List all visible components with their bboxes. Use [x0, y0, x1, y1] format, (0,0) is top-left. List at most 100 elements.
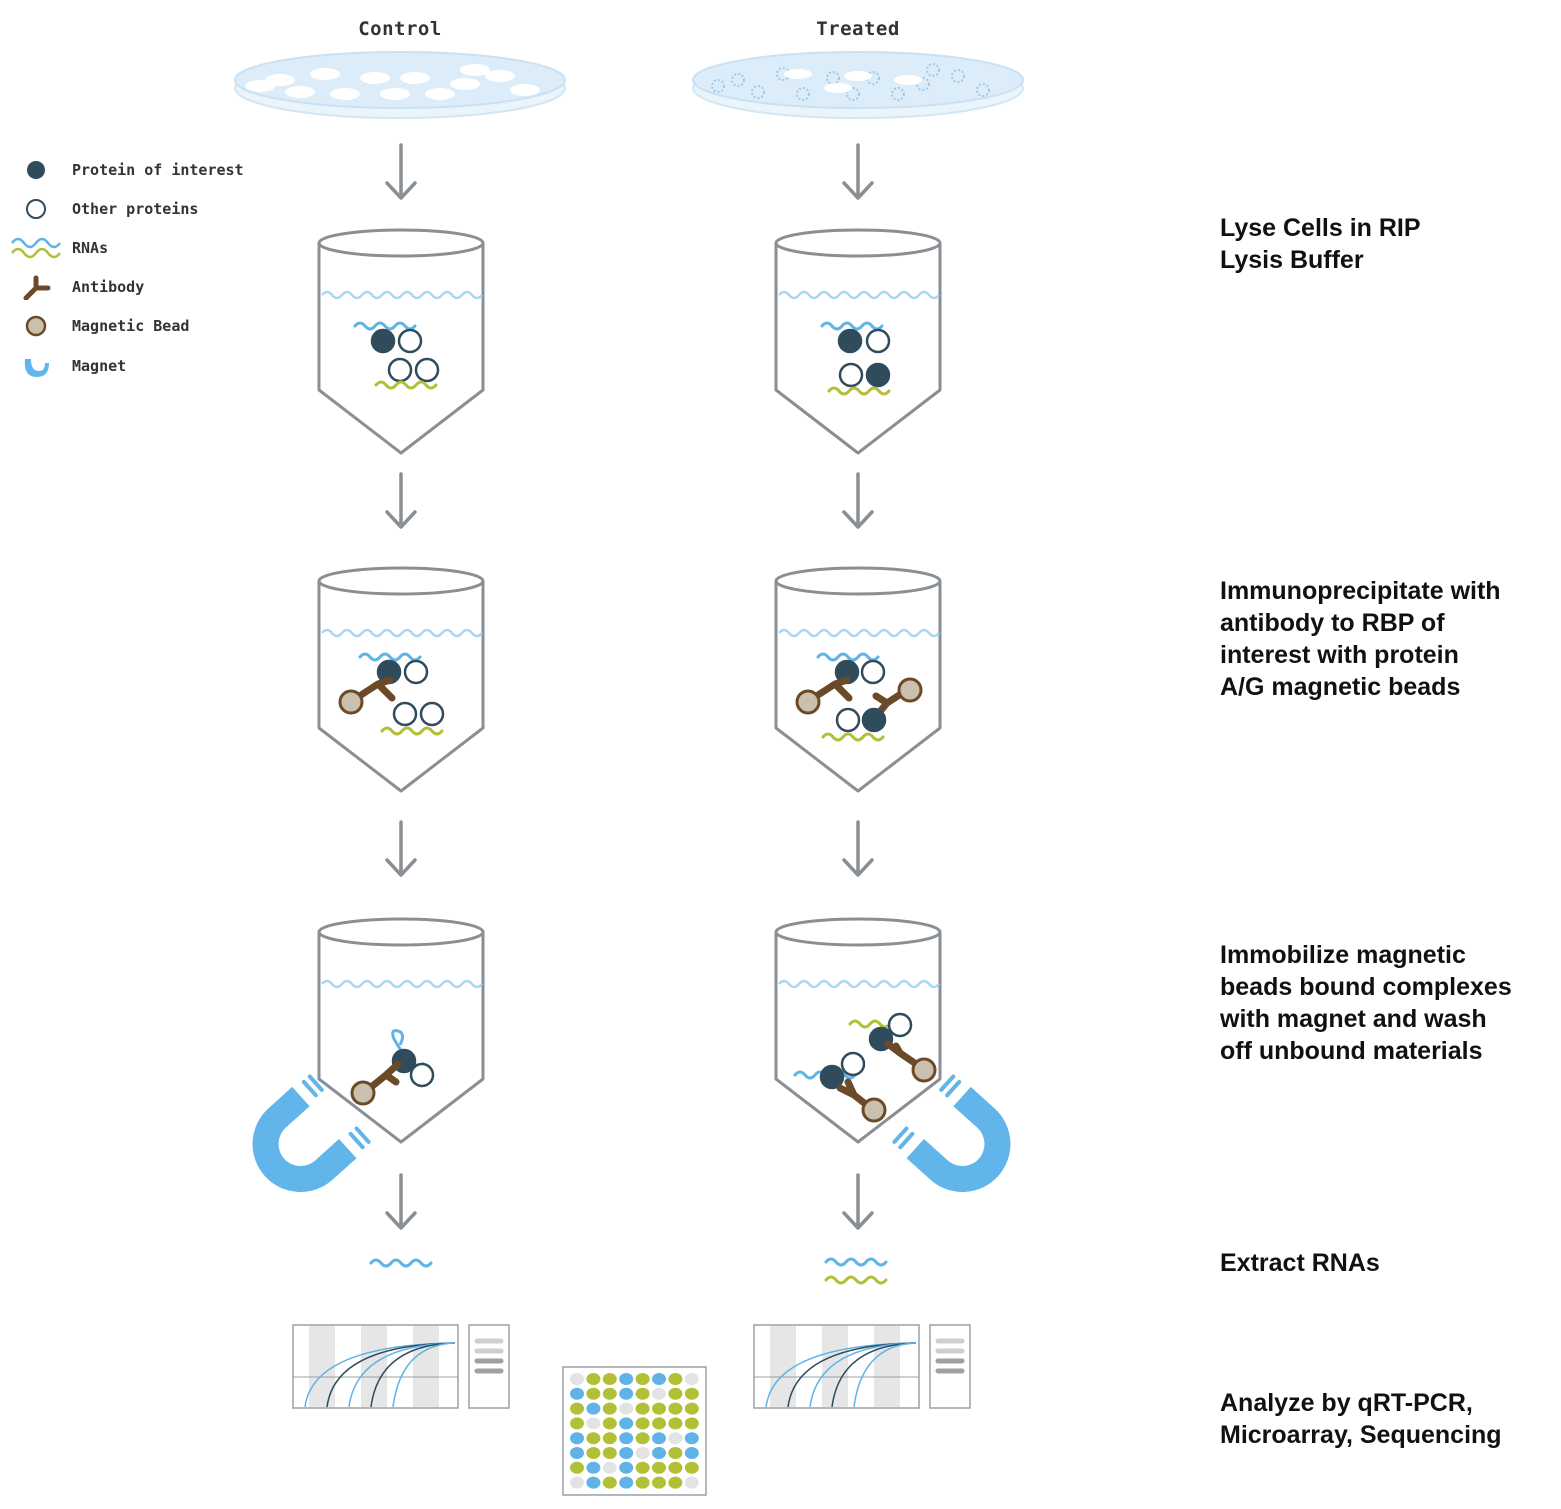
microarray-spot [619, 1476, 634, 1489]
legend-label: Protein of interest [72, 161, 244, 179]
magnetic-bead [338, 689, 364, 715]
microarray-spot [586, 1402, 601, 1415]
other-protein [840, 1051, 866, 1077]
microarray-spot [652, 1387, 666, 1400]
rna-strand [353, 321, 417, 331]
microarray-spot [684, 1387, 699, 1400]
microarray-spot [635, 1402, 650, 1415]
down-arrow [385, 143, 417, 200]
microarray-spot [570, 1476, 584, 1489]
treated-magnet-tube [774, 917, 942, 1144]
tube-body [774, 932, 942, 1144]
antibody [354, 676, 396, 702]
other-protein [409, 1062, 435, 1088]
microarray-spot [652, 1432, 666, 1445]
other-protein [403, 659, 429, 685]
rna-strand [821, 732, 885, 742]
rna-strand [827, 386, 891, 396]
microarray-plate [562, 1366, 707, 1496]
down-arrow [385, 472, 417, 529]
treated-ip-tube [774, 566, 942, 793]
microarray-spot [635, 1476, 650, 1489]
microarray-spot [652, 1417, 666, 1430]
microarray-spot [586, 1373, 601, 1385]
microarray-spot [619, 1417, 634, 1430]
control-magnet-tube [317, 917, 485, 1144]
protein-of-interest [819, 1064, 845, 1090]
microarray-spot [586, 1461, 601, 1474]
microarray-spot [684, 1402, 699, 1415]
liquid-surface [321, 290, 483, 300]
liquid-surface [778, 290, 940, 300]
liquid-surface [778, 979, 940, 989]
liquid-surface [321, 979, 483, 989]
treated-lysis-tube [774, 228, 942, 455]
rna-strand [824, 1257, 888, 1267]
control-column-title: Control [358, 18, 442, 40]
control-extracted-rna [369, 1258, 433, 1268]
antibody [811, 676, 853, 702]
tube-body [317, 581, 485, 793]
microarray-spot [684, 1461, 699, 1474]
microarray-spot [668, 1476, 683, 1489]
microarray-spot [684, 1417, 699, 1430]
microarray-spot [619, 1461, 634, 1474]
microarray-spot [570, 1461, 584, 1474]
microarray-spot [586, 1447, 601, 1459]
antibody [366, 1060, 402, 1092]
microarray-spot [602, 1461, 617, 1474]
microarray-spot [668, 1402, 683, 1415]
protein-of-interest [865, 362, 891, 388]
legend-label: Antibody [72, 278, 145, 296]
down-arrow [385, 820, 417, 877]
other-protein [838, 362, 864, 388]
microarray-spot [602, 1432, 617, 1445]
microarray-spot [570, 1373, 584, 1385]
magnetic-bead-icon [8, 313, 64, 339]
microarray-spot [602, 1447, 617, 1459]
microarray-spot [652, 1402, 666, 1415]
liquid-surface [321, 628, 483, 638]
microarray-spot [684, 1373, 699, 1385]
down-arrow [842, 1173, 874, 1230]
legend-item-magnetic-bead: Magnetic Bead [8, 313, 189, 339]
legend-item-antibody: Antibody [8, 274, 144, 300]
microarray-spot [684, 1432, 699, 1445]
microarray-spot [635, 1432, 650, 1445]
legend-item-magnet: Magnet [8, 353, 126, 379]
magnetic-bead [911, 1057, 937, 1083]
microarray-spot [635, 1417, 650, 1430]
down-arrow [385, 1173, 417, 1230]
magnet-icon [8, 353, 64, 379]
microarray-spot [570, 1432, 584, 1445]
microarray-spot [668, 1387, 683, 1400]
microarray-spot [635, 1461, 650, 1474]
microarray-spot [684, 1476, 699, 1489]
protein-of-interest [370, 328, 396, 354]
protein-of-interest-icon [8, 157, 64, 183]
microarray-spot [602, 1417, 617, 1430]
other-protein [860, 659, 886, 685]
microarray-spot [586, 1476, 601, 1489]
legend-label: Magnet [72, 357, 127, 375]
legend-label: Other proteins [72, 200, 199, 218]
control-ip-tube [317, 566, 485, 793]
microarray-spot [570, 1402, 584, 1415]
microarray-spot [635, 1447, 650, 1459]
rna-icon [8, 235, 64, 261]
legend-label: RNAs [72, 239, 109, 257]
microarray-spot [619, 1387, 634, 1400]
step-extract-rnas: Extract RNAs [1220, 1249, 1380, 1277]
other-protein [397, 328, 423, 354]
treated-extracted-rna [824, 1257, 888, 1285]
microarray-spot [652, 1447, 666, 1459]
rna-strand [374, 380, 438, 390]
down-arrow [842, 472, 874, 529]
microarray-spot [668, 1373, 683, 1385]
microarray-spot [619, 1447, 634, 1459]
microarray-spot [570, 1417, 584, 1430]
microarray-spot [635, 1373, 650, 1385]
microarray-spot [602, 1476, 617, 1489]
treated-qpcr-plot [753, 1324, 971, 1409]
microarray-spot [668, 1417, 683, 1430]
